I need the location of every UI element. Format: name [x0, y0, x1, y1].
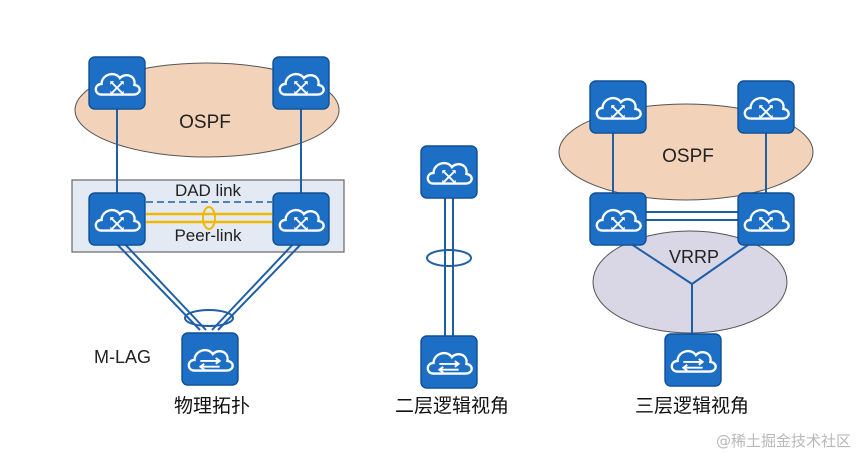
layer2-view-panel: 二层逻辑视角 [395, 145, 509, 417]
mlag-downlink-left-inner [120, 239, 207, 331]
mlag-bundle-ring [184, 309, 234, 327]
physical-topology-caption: 物理拓扑 [174, 395, 250, 417]
router-icon[interactable] [88, 56, 146, 110]
peer-link-bundle-ring [202, 206, 216, 230]
router-icon[interactable] [272, 56, 330, 110]
router-icon[interactable] [88, 192, 146, 246]
router-icon[interactable] [737, 80, 795, 134]
router-icon[interactable] [420, 145, 478, 199]
ospf-label: OSPF [179, 112, 231, 133]
mlag-downlink-right-outer [217, 239, 306, 331]
layer2-bundle-ring [426, 249, 472, 267]
mlag-downlink-left-outer [112, 239, 201, 331]
router-icon[interactable] [272, 192, 330, 246]
watermark: @稀土掘金技术社区 [716, 432, 851, 450]
layer3-view-caption: 三层逻辑视角 [635, 395, 749, 417]
layer3-view-panel: OSPF VRRP 三层逻辑视角 [558, 80, 814, 417]
dad-link-label: DAD link [175, 181, 242, 200]
router-icon[interactable] [589, 192, 647, 246]
mlag-downlink-right-inner [211, 239, 298, 331]
vrrp-label: VRRP [669, 247, 719, 267]
layer2-view-caption: 二层逻辑视角 [395, 395, 509, 417]
mlag-label: M-LAG [94, 347, 151, 367]
switch-icon[interactable] [181, 332, 239, 386]
physical-topology-panel: OSPF DAD link Peer-link M-LAG 物理拓扑 [71, 56, 345, 417]
switch-icon[interactable] [420, 335, 478, 389]
ospf-label: OSPF [662, 146, 714, 167]
router-icon[interactable] [589, 80, 647, 134]
switch-icon[interactable] [664, 333, 722, 387]
peer-link-label: Peer-link [174, 226, 242, 245]
router-icon[interactable] [737, 192, 795, 246]
